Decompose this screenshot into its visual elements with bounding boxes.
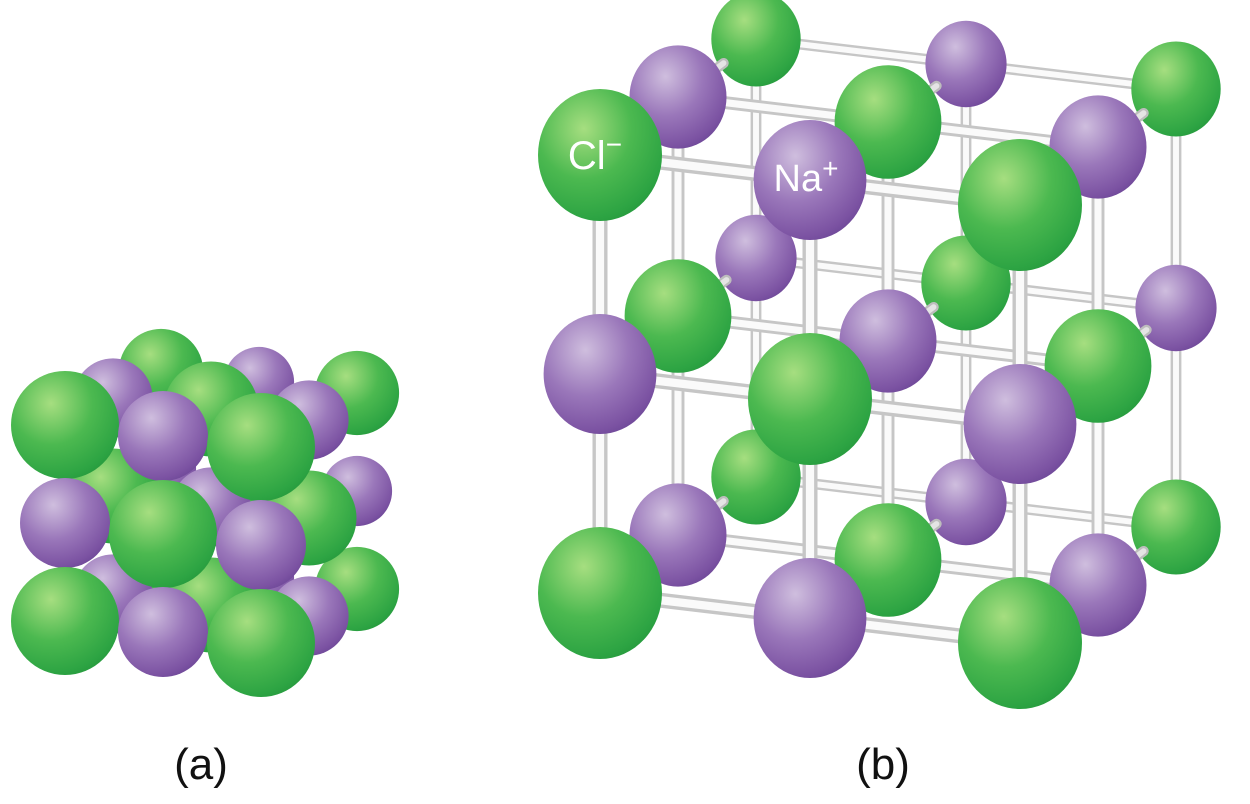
chloride-ion (834, 503, 942, 617)
chloride-label: Cl− (568, 129, 622, 178)
sodium-ion (216, 500, 306, 590)
chloride-ion (1131, 41, 1221, 137)
sodium-ion (963, 364, 1077, 484)
sodium-ion (715, 214, 797, 302)
chloride-ion (624, 259, 732, 373)
sodium-ion (20, 478, 110, 568)
chloride-ion (538, 89, 662, 221)
space-filling-model (11, 328, 400, 697)
sodium-ion (925, 458, 1007, 546)
sodium-ion (1135, 264, 1217, 352)
chloride-ion (834, 65, 942, 179)
chloride-ion (958, 139, 1082, 271)
chloride-ion (538, 527, 662, 659)
sodium-ion (925, 20, 1007, 108)
chloride-ion (711, 0, 801, 87)
chloride-ion (109, 480, 217, 588)
chloride-ion (11, 371, 119, 479)
sodium-label: Na+ (774, 153, 839, 200)
sodium-ion (118, 587, 208, 677)
sodium-ion (543, 314, 657, 434)
chloride-ion (748, 333, 872, 465)
chloride-ion (958, 577, 1082, 709)
chloride-ion (1044, 309, 1152, 423)
ball-and-stick-model: Cl− Na+ (538, 0, 1221, 709)
sodium-ion (753, 558, 867, 678)
caption-a: (a) (174, 740, 228, 789)
sodium-ion (753, 120, 867, 240)
caption-b: (b) (856, 740, 910, 789)
chloride-ion (1131, 479, 1221, 575)
chloride-ion (11, 567, 119, 675)
chloride-ion (207, 589, 315, 697)
sodium-ion (118, 391, 208, 481)
chloride-ion (207, 393, 315, 501)
